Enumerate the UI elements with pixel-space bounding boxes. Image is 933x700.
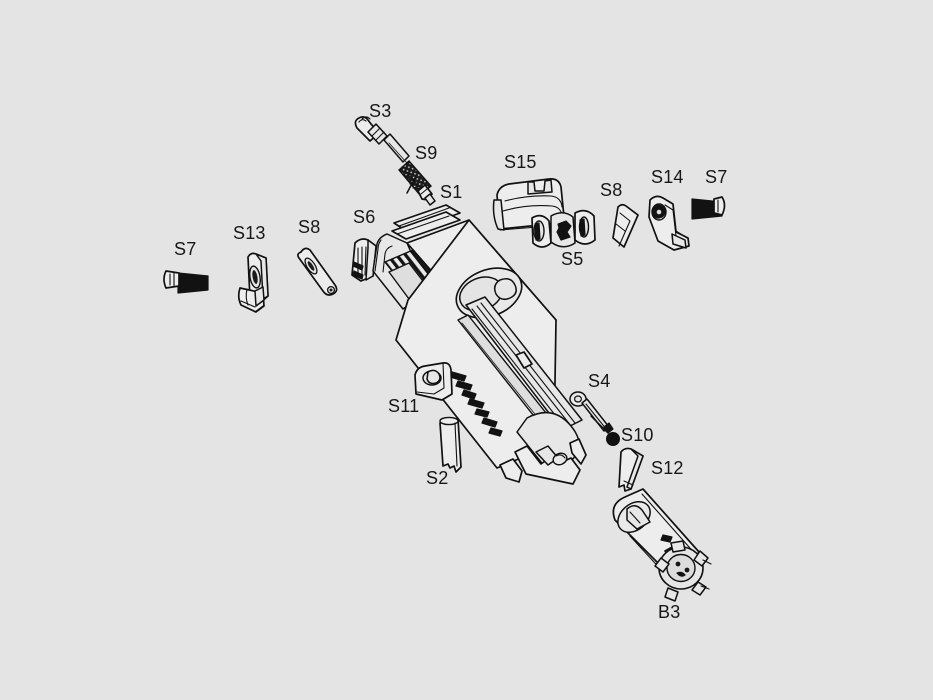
- label-S4: S4: [588, 371, 610, 391]
- label-S11: S11: [388, 396, 419, 416]
- part-S4-retaining-pin: [569, 391, 614, 434]
- part-B3-bolt-carrier-assembly: [612, 488, 712, 602]
- label-S8-left: S8: [298, 217, 320, 237]
- part-S11-latch-block: [414, 362, 453, 401]
- label-S2: S2: [426, 468, 448, 488]
- label-S12: S12: [651, 458, 684, 478]
- label-S9: S9: [415, 143, 437, 163]
- label-S6: S6: [353, 207, 375, 227]
- part-S13-front-sight-base: [237, 252, 269, 313]
- part-S10-detent-ball: [606, 432, 620, 446]
- label-S14: S14: [651, 167, 684, 187]
- part-labels: S3 S9 S1 S15 S8 S14 S7 S5 S6 S8 S13 S7 S…: [174, 101, 727, 622]
- part-S2-pin-sleeve: [439, 416, 462, 473]
- label-S3: S3: [369, 101, 391, 121]
- leader-S9: [406, 177, 416, 194]
- part-S8-flat-lever-left: [297, 247, 338, 296]
- part-S14-selector-lever: [648, 195, 690, 251]
- label-S8-right: S8: [600, 180, 622, 200]
- label-S1: S1: [440, 182, 462, 202]
- part-S5-bolt-head-cluster: [531, 209, 596, 248]
- label-S7-right: S7: [705, 167, 727, 187]
- label-S15: S15: [504, 152, 537, 172]
- part-S12-gas-key-block: [618, 447, 644, 492]
- label-S10: S10: [621, 425, 654, 445]
- leader-S10: [590, 415, 609, 434]
- label-S5: S5: [561, 249, 583, 269]
- part-S1-main-receiver-body: [372, 204, 587, 485]
- label-S13: S13: [233, 223, 266, 243]
- label-B3: B3: [658, 602, 680, 622]
- part-S3-cocking-rod-assembly: [354, 116, 410, 164]
- leader-lines: [406, 177, 609, 434]
- part-S7-screw-right: [691, 196, 726, 220]
- part-S6-serrated-block: [351, 238, 377, 282]
- label-S7-left: S7: [174, 239, 196, 259]
- part-S8-flat-lever-right: [612, 203, 639, 248]
- receiver-engraving: [449, 371, 503, 437]
- part-S7-screw-left: [163, 270, 209, 294]
